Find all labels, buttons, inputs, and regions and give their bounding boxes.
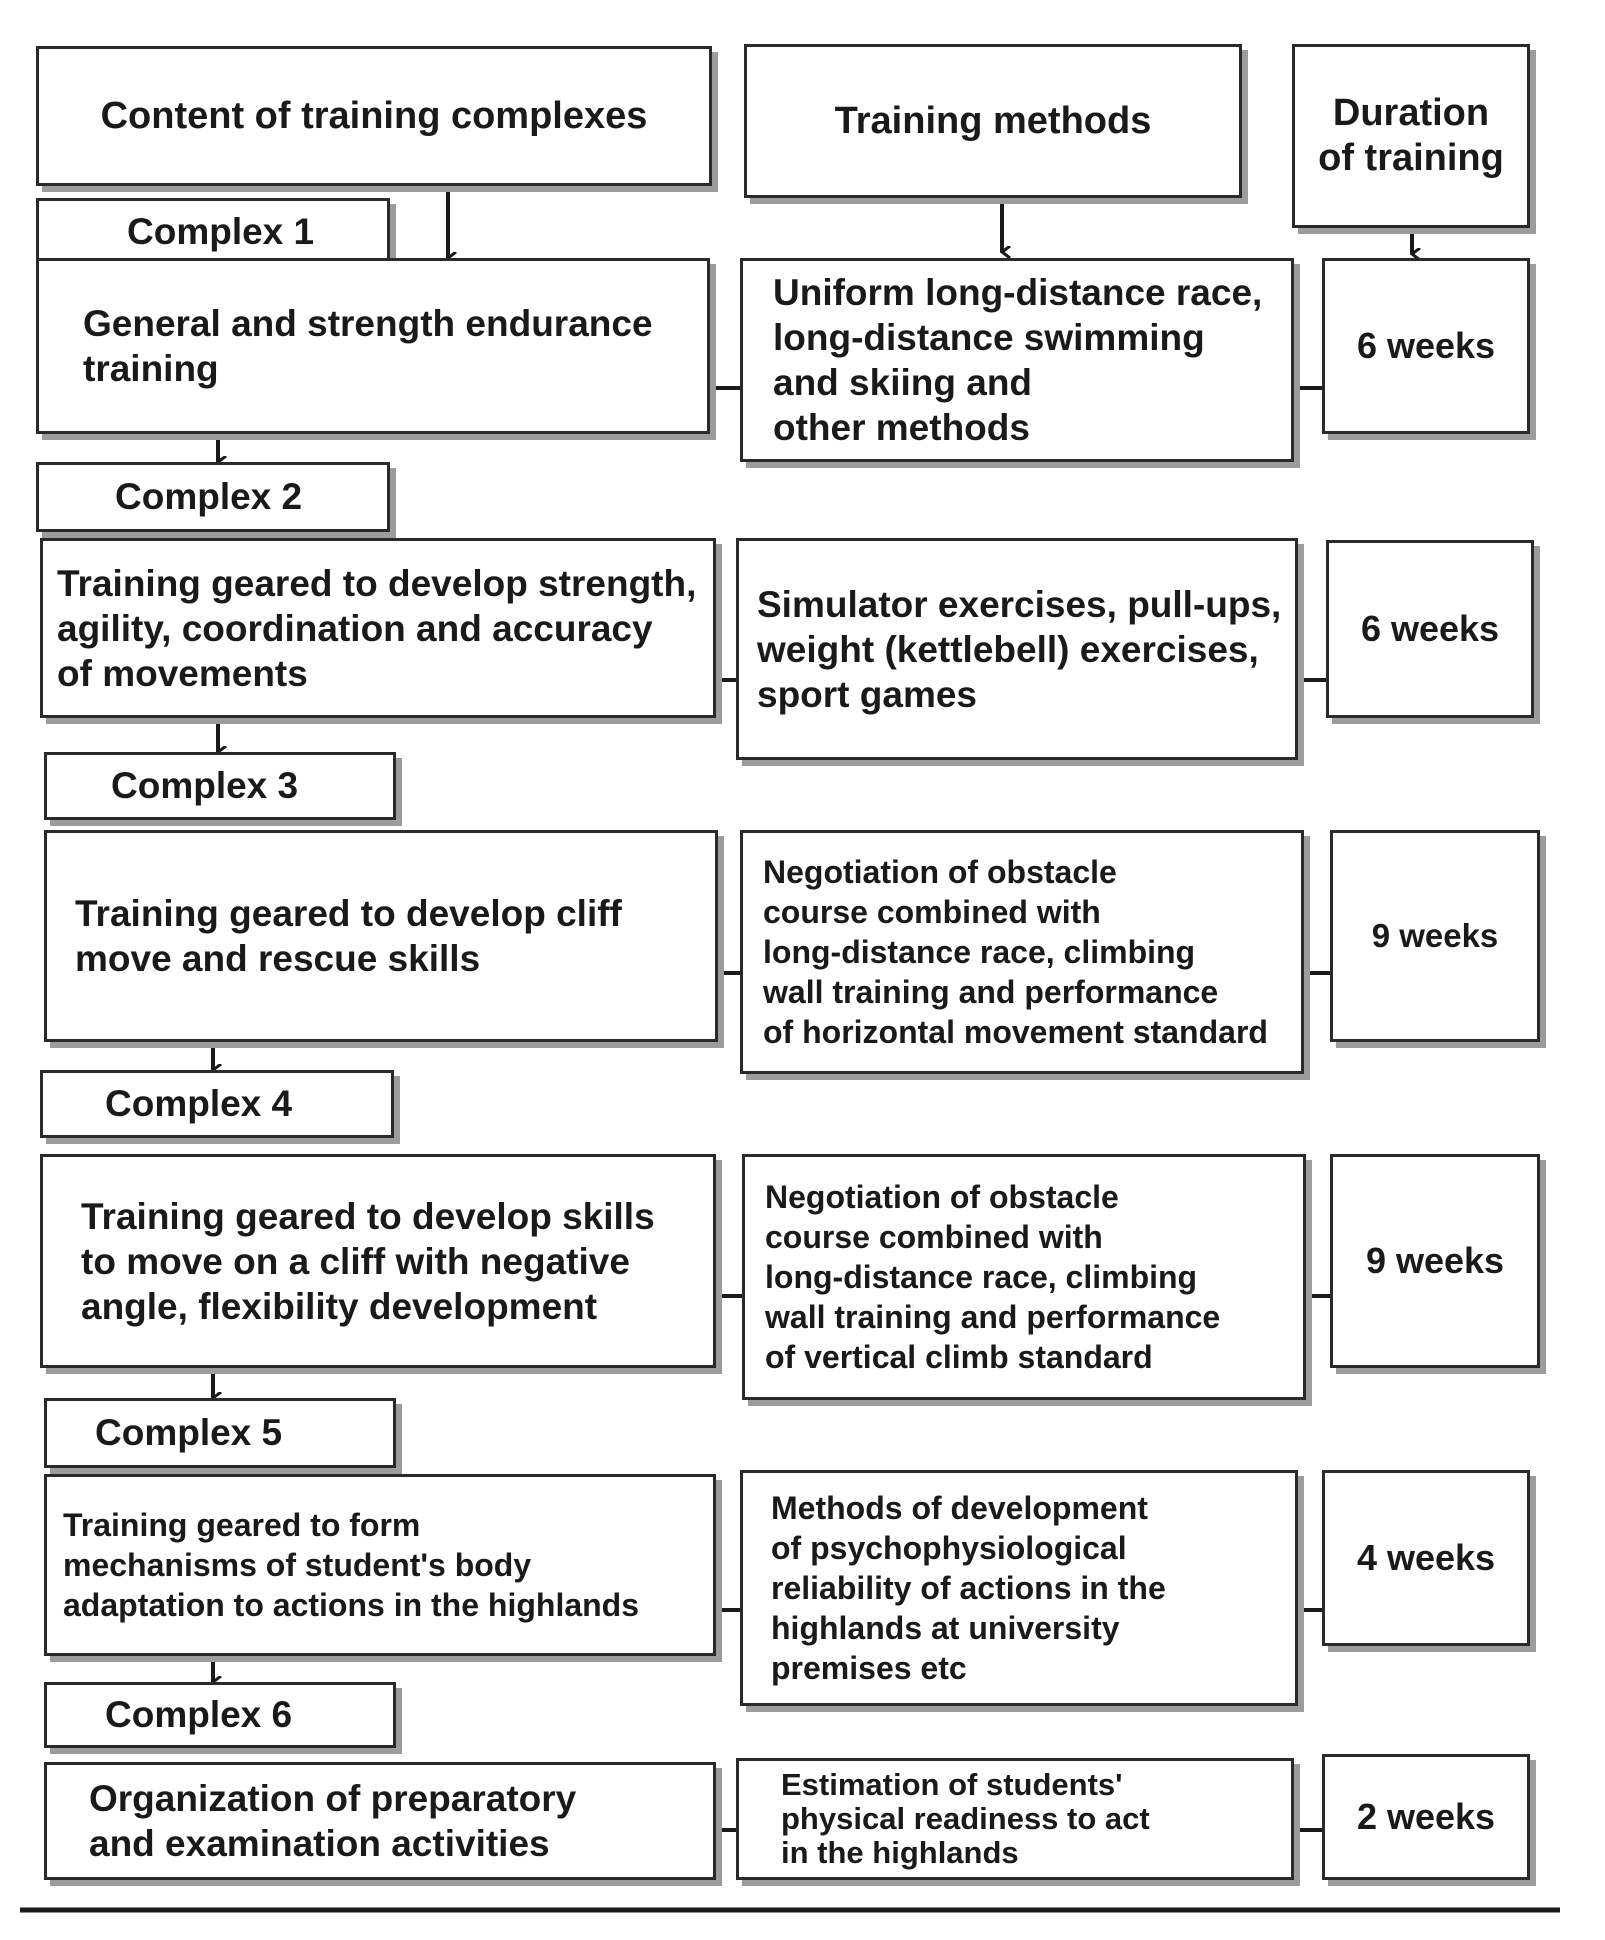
complex-4-label: Complex 4 [40, 1070, 394, 1138]
complex-5-content-text: Training geared to form mechanisms of st… [63, 1507, 640, 1623]
header-content-text: Content of training complexes [100, 94, 648, 137]
complex-3-content-text: Training geared to develop cliff move an… [75, 893, 622, 979]
complex-2-content-text: Training geared to develop strength, agi… [57, 562, 697, 694]
complex-1-duration: 6 weeks [1322, 258, 1530, 434]
complex-4-duration-text: 9 weeks [1365, 1240, 1505, 1281]
complex-5-duration-text: 4 weeks [1356, 1537, 1496, 1578]
complex-6-content-text: Organization of preparatory and examinat… [89, 1778, 577, 1864]
complex-3-methods: Negotiation of obstacle course combined … [740, 830, 1304, 1074]
header-methods-text: Training methods [834, 99, 1152, 142]
complex-2-label-text: Complex 2 [115, 476, 303, 517]
complex-6-methods-text: Estimation of students' physical readine… [781, 1767, 1150, 1870]
complex-4-label-text: Complex 4 [105, 1083, 293, 1124]
complex-2-duration: 6 weeks [1326, 540, 1534, 718]
complex-5-duration: 4 weeks [1322, 1470, 1530, 1646]
complex-5-label-text: Complex 5 [95, 1412, 283, 1453]
complex-2-content: Training geared to develop strength, agi… [40, 538, 716, 718]
complex-1-content: General and strength endurance training [36, 258, 710, 434]
complex-5-methods: Methods of development of psychophysiolo… [740, 1470, 1298, 1706]
complex-4-duration: 9 weeks [1330, 1154, 1540, 1368]
header-methods: Training methods [744, 44, 1242, 198]
complex-1-label-text: Complex 1 [127, 211, 315, 252]
header-duration: Duration of training [1292, 44, 1530, 228]
complex-3-duration: 9 weeks [1330, 830, 1540, 1042]
complex-6-methods: Estimation of students' physical readine… [736, 1758, 1294, 1880]
complex-6-label: Complex 6 [44, 1682, 396, 1748]
complex-1-methods: Uniform long-distance race, long-distanc… [740, 258, 1294, 462]
complex-3-duration-text: 9 weeks [1371, 917, 1499, 954]
complex-1-label: Complex 1 [36, 198, 390, 266]
complex-3-label-text: Complex 3 [111, 765, 299, 806]
complex-6-content: Organization of preparatory and examinat… [44, 1762, 716, 1880]
complex-2-methods: Simulator exercises, pull-ups, weight (k… [736, 538, 1298, 760]
complex-6-duration-text: 2 weeks [1356, 1796, 1496, 1837]
complex-6-label-text: Complex 6 [105, 1694, 293, 1735]
complex-6-duration: 2 weeks [1322, 1754, 1530, 1880]
header-content: Content of training complexes [36, 46, 712, 186]
complex-4-methods-text: Negotiation of obstacle course combined … [765, 1179, 1221, 1375]
complex-4-content: Training geared to develop skills to mov… [40, 1154, 716, 1368]
complex-1-methods-text: Uniform long-distance race, long-distanc… [773, 272, 1263, 448]
complex-5-methods-text: Methods of development of psychophysiolo… [771, 1490, 1166, 1686]
complex-1-duration-text: 6 weeks [1356, 325, 1496, 366]
complex-4-methods: Negotiation of obstacle course combined … [742, 1154, 1306, 1400]
complex-3-label: Complex 3 [44, 752, 396, 820]
complex-4-content-text: Training geared to develop skills to mov… [81, 1195, 655, 1327]
complex-2-label: Complex 2 [36, 462, 390, 532]
complex-1-content-text: General and strength endurance training [83, 303, 653, 389]
complex-3-content: Training geared to develop cliff move an… [44, 830, 718, 1042]
complex-5-content: Training geared to form mechanisms of st… [44, 1474, 716, 1656]
complex-2-methods-text: Simulator exercises, pull-ups, weight (k… [757, 583, 1282, 715]
complex-3-methods-text: Negotiation of obstacle course combined … [763, 854, 1268, 1050]
complex-5-label: Complex 5 [44, 1398, 396, 1468]
header-duration-text: Duration of training [1318, 92, 1504, 179]
complex-2-duration-text: 6 weeks [1360, 608, 1500, 649]
